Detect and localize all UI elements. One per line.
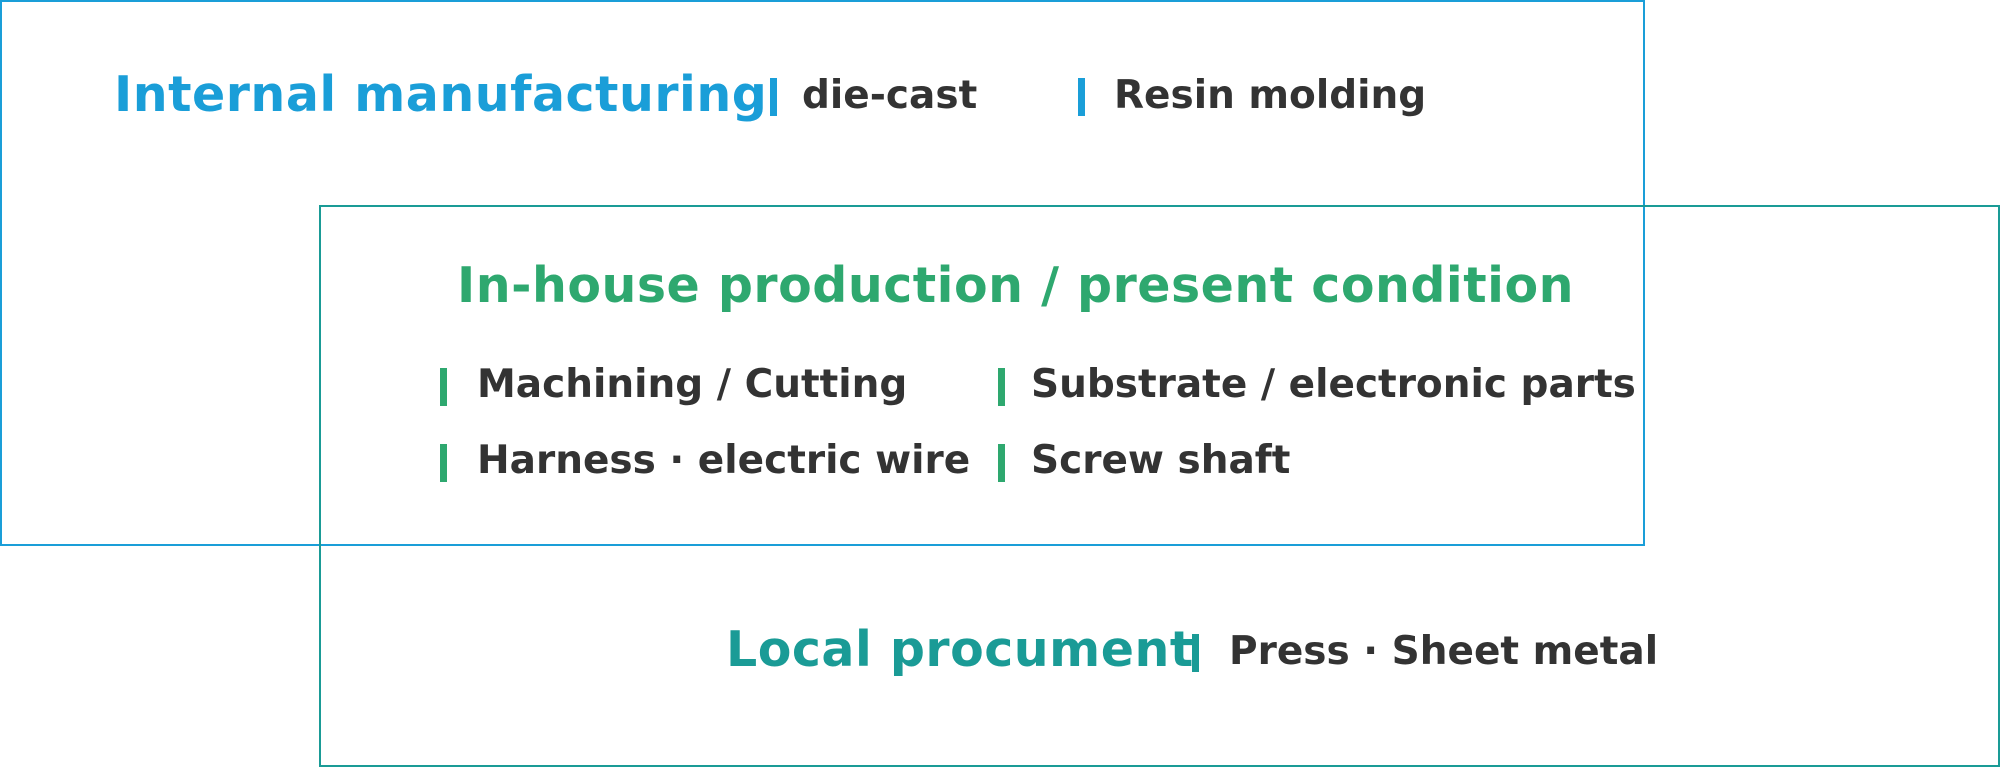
internal-manufacturing-title: Internal manufacturing xyxy=(114,66,768,123)
item-harness-electric-wire: Harness · electric wire xyxy=(477,438,971,483)
bullet-bar xyxy=(440,444,447,482)
bullet-bar xyxy=(440,368,447,406)
item-screw-shaft: Screw shaft xyxy=(1031,438,1291,483)
local-procurement-frame xyxy=(319,205,2000,767)
item-press-sheet-metal: Press · Sheet metal xyxy=(1229,629,1659,674)
bullet-bar xyxy=(998,368,1005,406)
item-machining-cutting: Machining / Cutting xyxy=(477,362,908,407)
item-resin-molding: Resin molding xyxy=(1114,73,1427,118)
internal-manufacturing-frame xyxy=(0,0,1645,546)
bullet-bar xyxy=(770,78,777,116)
bullet-bar xyxy=(998,444,1005,482)
item-die-cast: die-cast xyxy=(802,73,978,118)
bullet-bar xyxy=(1078,78,1085,116)
item-substrate-electronic-parts: Substrate / electronic parts xyxy=(1031,362,1636,407)
local-procurement-title: Local procument xyxy=(726,621,1194,678)
inhouse-production-title: In-house production / present condition xyxy=(457,257,1574,314)
bullet-bar xyxy=(1192,634,1199,672)
